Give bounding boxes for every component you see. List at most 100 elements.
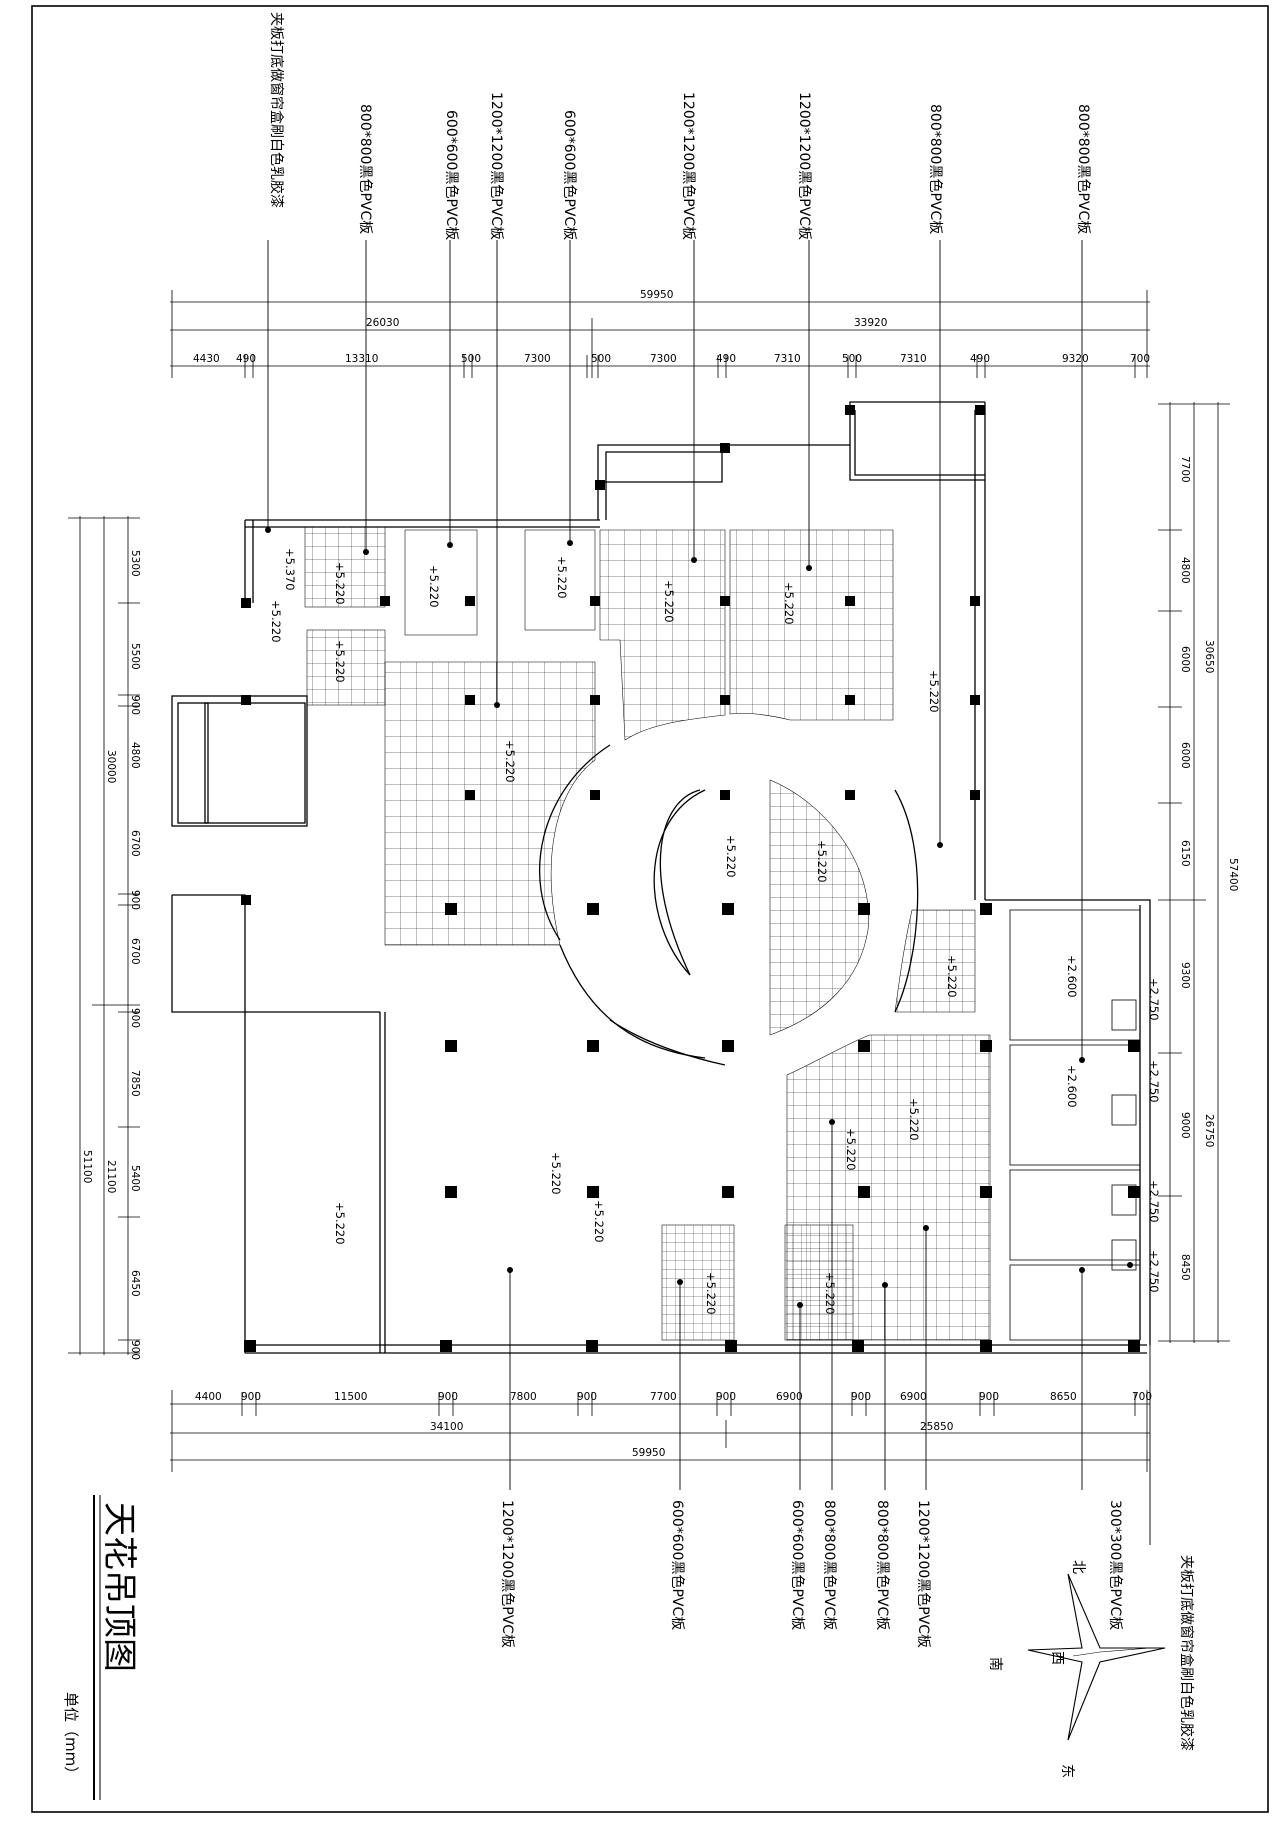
elevation-label: +5.220: [333, 1202, 347, 1245]
top-dim-seg-13: 700: [1130, 353, 1150, 365]
bottom-label-3: 800*800黑色PVC板: [821, 1500, 838, 1630]
column: [858, 903, 870, 915]
left-dim-seg-7: 900: [129, 1008, 141, 1028]
compass-north: 北: [1070, 1560, 1086, 1574]
left-dim-seg-9: 5400: [129, 1165, 141, 1192]
top-label-2: 600*600黑色PVC板: [443, 110, 460, 240]
elevation-label: +5.220: [823, 1272, 837, 1315]
elevation-label: +5.220: [333, 640, 347, 683]
column: [595, 480, 605, 490]
top-labels: 夹板打底做窗帘盒刷白色乳胶漆 800*800黑色PVC板 600*600黑色PV…: [268, 12, 1092, 240]
elevation-label: +5.220: [549, 1152, 563, 1195]
elevation-label: +2.600: [1065, 955, 1079, 998]
bottom-label-4: 800*800黑色PVC板: [874, 1500, 891, 1630]
column: [586, 1340, 598, 1352]
elevation-label: +5.220: [724, 835, 738, 878]
top-dim-sub-1: 33920: [854, 317, 887, 329]
column: [980, 1186, 992, 1198]
right-dim-seg-0: 7700: [1179, 456, 1191, 483]
elevation-label: +5.220: [269, 600, 283, 643]
left-dim-seg-1: 5500: [129, 643, 141, 670]
bottom-dim-seg-1: 900: [241, 1391, 261, 1403]
column: [465, 790, 475, 800]
bottom-dimension-text: 4400 900 11500 900 7800 900 7700 900 690…: [195, 1391, 1152, 1459]
column: [590, 695, 600, 705]
bottom-labels: 1200*1200黑色PVC板 600*600黑色PVC板 600*600黑色P…: [499, 1500, 1195, 1751]
top-dimension-lines: [170, 290, 1150, 378]
left-dim-seg-0: 5300: [129, 550, 141, 577]
bottom-leader-lines: [509, 1122, 1151, 1545]
top-dim-seg-6: 7300: [650, 353, 677, 365]
column: [241, 598, 251, 608]
column: [845, 695, 855, 705]
structural-columns: [241, 405, 1140, 1352]
left-dim-sub-0: 30000: [105, 750, 117, 783]
left-dim-seg-8: 7850: [129, 1070, 141, 1097]
elevation-label: +5.220: [704, 1272, 718, 1315]
bottom-label-1: 600*600黑色PVC板: [669, 1500, 686, 1630]
column: [445, 903, 457, 915]
left-dim-seg-5: 900: [129, 890, 141, 910]
elevation-label: +5.220: [427, 565, 441, 608]
top-label-0: 夹板打底做窗帘盒刷白色乳胶漆: [268, 12, 285, 208]
bottom-dimension-lines: [170, 1390, 1150, 1472]
right-dim-seg-7: 8450: [1179, 1254, 1191, 1281]
elevation-label: +2.600: [1065, 1065, 1079, 1108]
column: [587, 903, 599, 915]
top-dim-sub-0: 26030: [366, 317, 399, 329]
column: [720, 596, 730, 606]
bottom-dim-seg-4: 7800: [510, 1391, 537, 1403]
column: [1128, 1040, 1140, 1052]
top-label-1: 800*800黑色PVC板: [357, 104, 374, 234]
elevation-label: +5.220: [782, 582, 796, 625]
column: [725, 1340, 737, 1352]
column: [241, 695, 251, 705]
elevation-label: +2.750: [1147, 978, 1161, 1021]
top-dim-seg-0: 4430: [193, 353, 220, 365]
column: [970, 695, 980, 705]
column: [845, 596, 855, 606]
elevation-label: +2.750: [1147, 1060, 1161, 1103]
bottom-dim-sub-1: 25850: [920, 1421, 953, 1433]
column: [587, 1040, 599, 1052]
sheet-border: [31, 5, 1269, 1813]
column: [445, 1186, 457, 1198]
compass-south: 南: [987, 1657, 1003, 1671]
top-dim-seg-3: 500: [461, 353, 481, 365]
title-block: 天花吊顶图 单位（mm）: [62, 1495, 139, 1800]
bottom-dim-seg-10: 6900: [900, 1391, 927, 1403]
top-label-8: 800*800黑色PVC板: [1075, 104, 1092, 234]
column: [720, 443, 730, 453]
column: [858, 1186, 870, 1198]
column: [722, 903, 734, 915]
bottom-dim-seg-3: 900: [438, 1391, 458, 1403]
top-label-3: 1200*1200黑色PVC板: [488, 92, 505, 240]
top-label-6: 1200*1200黑色PVC板: [796, 92, 813, 240]
elevation-label: +5.370: [283, 548, 297, 591]
elevation-label: +5.220: [844, 1128, 858, 1171]
column: [720, 790, 730, 800]
right-dim-seg-1: 4800: [1179, 557, 1191, 584]
bottom-dim-seg-9: 900: [851, 1391, 871, 1403]
top-dim-seg-10: 7310: [900, 353, 927, 365]
top-label-4: 600*600黑色PVC板: [561, 110, 578, 240]
right-dimension-lines: [1158, 402, 1230, 1343]
floor-plan: +5.370 +5.220 +5.220 +5.220 +5.220 +5.22…: [171, 401, 1161, 1354]
column: [845, 790, 855, 800]
top-leader-lines: [267, 240, 1083, 1060]
right-dim-seg-2: 6000: [1179, 646, 1191, 673]
top-dim-seg-11: 490: [970, 353, 990, 365]
column: [590, 790, 600, 800]
column: [590, 596, 600, 606]
top-dim-seg-7: 490: [716, 353, 736, 365]
bottom-dim-seg-8: 6900: [776, 1391, 803, 1403]
column: [845, 405, 855, 415]
left-dim-seg-3: 4800: [129, 742, 141, 769]
bottom-label-6: 300*300黑色PVC板: [1107, 1500, 1124, 1630]
bottom-label-5: 1200*1200黑色PVC板: [915, 1500, 932, 1648]
right-dimension-text: 7700 4800 6000 6000 6150 9300 9000 8450 …: [1179, 456, 1239, 1281]
central-rotunda: [539, 744, 919, 1066]
elevation-label: +5.220: [503, 740, 517, 783]
column: [722, 1186, 734, 1198]
